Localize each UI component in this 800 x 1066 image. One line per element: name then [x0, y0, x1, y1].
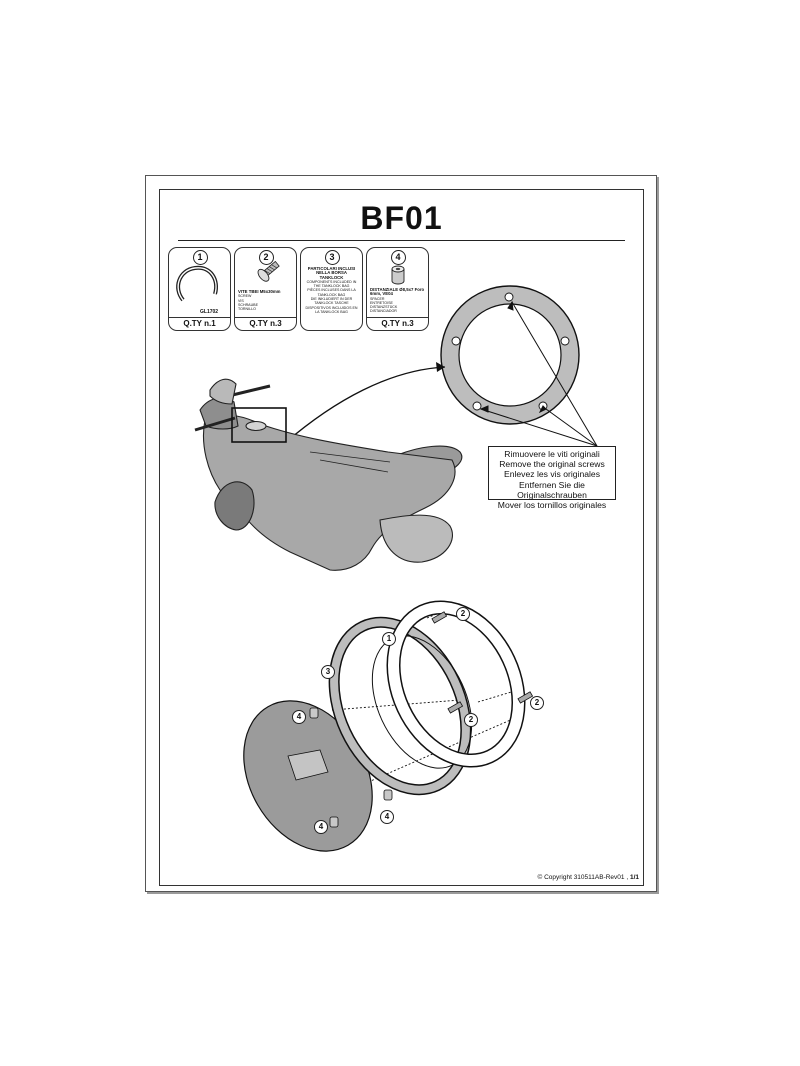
part-quantity: Q.TY n.1: [169, 317, 230, 330]
part-card-1: 1 GL1702 Q.TY n.1: [168, 247, 231, 331]
part-description: VITE TBEI M5x30mm SCREW VIS SCHRAUBE TOR…: [238, 289, 293, 312]
part-description-line: VIS: [238, 298, 244, 303]
page-number: 1/1: [629, 874, 639, 881]
exploded-assembly: [243, 600, 534, 852]
motorcycle-illustration: [194, 378, 463, 571]
part-number: 1: [192, 250, 208, 265]
retaining-ring-icon: [176, 265, 218, 302]
part-description-line: SCREW: [238, 294, 252, 299]
callout-number: 4: [380, 810, 394, 824]
title-divider: [178, 240, 625, 241]
part-card-3: 3 PARTICOLARI INCLUSI NELLA BORSA TANKLO…: [300, 247, 363, 331]
part-description: DISTANZIALE Ø8,5x7 Foro 6mm, VE04 SPACER…: [370, 287, 425, 314]
part-description-line: DIE INKLUDIERT IN DER TANKLOCK TASCHE: [310, 297, 353, 306]
arrow-head: [436, 362, 445, 372]
illustrations: [194, 285, 598, 852]
instruction-line-it: Rimuovere le viti originali: [504, 449, 600, 459]
callout-number: 2: [456, 607, 470, 621]
instruction-sheet: BF01 1 GL1702 Q.TY n.1 2 VITE TB: [145, 175, 657, 892]
part-description: PARTICOLARI INCLUSI NELLA BORSA TANKLOCK…: [304, 266, 359, 314]
callout-number: 4: [292, 710, 306, 724]
copyright-footer: © Copyright 310511AB-Rev01 , 1/1: [537, 874, 639, 881]
part-description-line: DISPOSITIVOS INCLUIDOS EN LA TANKLOCK BA…: [305, 305, 358, 314]
instruction-line-en: Remove the original screws: [499, 459, 605, 470]
tank-flange-ring-detail: [440, 285, 580, 425]
part-card-2: 2 VITE TBEI M5x30mm SCREW VIS SCHRAUBE T…: [234, 247, 297, 331]
tank-cap-highlight-box: [231, 407, 287, 443]
callout-leader-lines: [479, 300, 598, 447]
part-description-line: ENTRETOISE: [370, 300, 393, 305]
part-number: 3: [324, 250, 340, 265]
part-description-line: DISTANZSTÜCK: [370, 305, 398, 310]
document-title: BF01: [360, 200, 443, 236]
detail-arrow: [284, 366, 446, 444]
part-card-4: 4 DISTANZIALE Ø8,5x7 Foro 6mm, VE04 SPAC…: [366, 247, 429, 331]
screw-icon: [257, 260, 280, 282]
part-code: GL1702: [200, 309, 219, 315]
part-description-line: PIÈCES INCLUSES DANS LA TANKLOCK BAG: [307, 288, 356, 297]
callout-number: 1: [382, 632, 396, 646]
callout-number: 2: [464, 713, 478, 727]
part-number: 2: [258, 250, 274, 265]
instruction-line-es: Mover los tornillos originales: [497, 500, 607, 511]
callout-number: 3: [321, 665, 335, 679]
remove-screws-instruction: Rimuovere le viti originali Remove the o…: [488, 446, 616, 510]
part-number: 4: [390, 250, 406, 265]
instruction-line-de: Entfernen Sie die Originalschrauben: [517, 479, 587, 500]
part-description-line: DISTANCIADOR: [370, 309, 397, 314]
part-quantity: Q.TY n.3: [235, 317, 296, 330]
sheet-frame: BF01 1 GL1702 Q.TY n.1 2 VITE TB: [159, 189, 644, 886]
part-description-line: SCHRAUBE: [238, 302, 258, 307]
instruction-line-fr: Enlevez les vis originales: [503, 469, 600, 480]
spacer-icon: [391, 265, 405, 285]
copyright-text: © Copyright 310511AB-Rev01 ,: [537, 874, 629, 881]
callout-number: 2: [530, 696, 544, 710]
part-description-line: TORNILLO: [238, 307, 256, 312]
part-description-line: SPACER: [370, 296, 385, 301]
part-description-title: DISTANZIALE Ø8,5x7 Foro 6mm, VE04: [370, 287, 425, 297]
part-description-title: VITE TBEI M5x30mm: [238, 289, 281, 294]
part-description-title: PARTICOLARI INCLUSI NELLA BORSA TANKLOCK: [307, 266, 356, 280]
part-description-line: COMPONENTS INCLUDED IN THE TANKLOCK BAG: [306, 279, 357, 289]
part-quantity: Q.TY n.3: [367, 317, 428, 330]
callout-number: 4: [314, 820, 328, 834]
